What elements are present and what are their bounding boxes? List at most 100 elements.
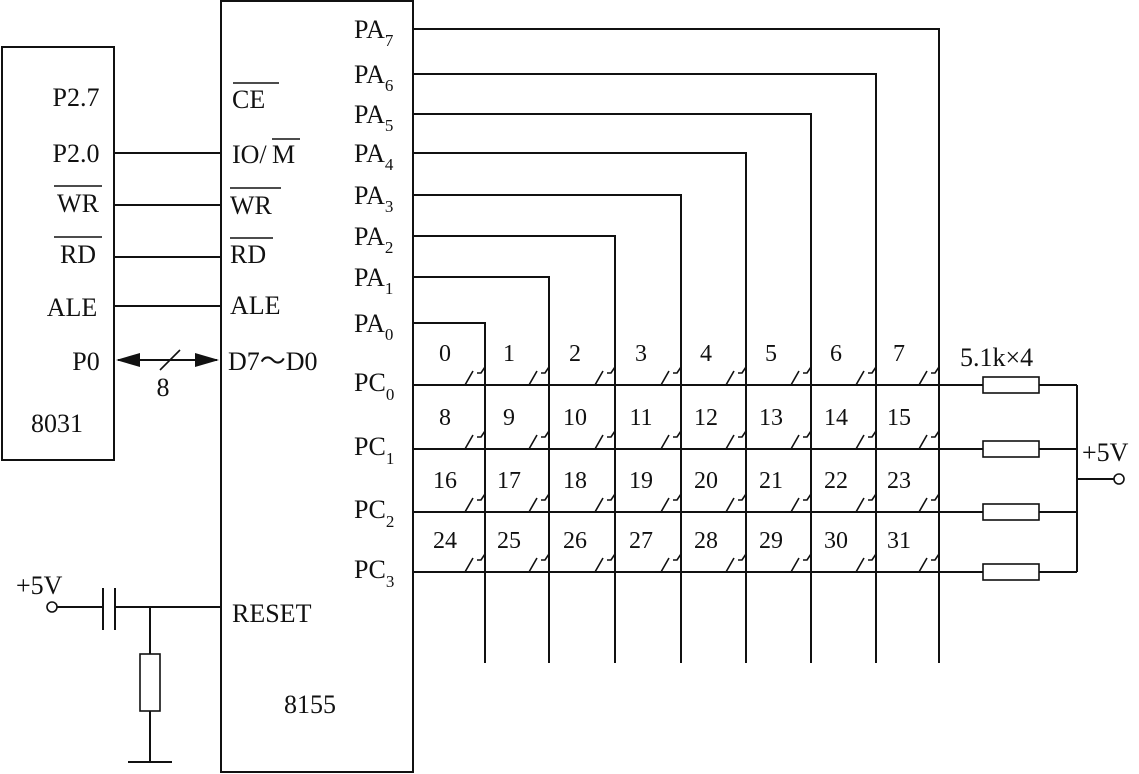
chip-pin-ce: CE <box>232 85 265 114</box>
data-bus-arrow <box>116 349 219 371</box>
supply-right-label: +5V <box>1082 438 1129 467</box>
key-number-8: 8 <box>439 405 451 431</box>
key-switch-0 <box>459 366 486 386</box>
key-number-6: 6 <box>830 341 842 367</box>
pa7-label: PA7 <box>354 15 394 50</box>
pc2-label: PC2 <box>354 495 394 531</box>
mcu-pin-rd: RD <box>60 240 96 269</box>
key-number-10: 10 <box>563 405 587 431</box>
pa4-column-line <box>413 152 747 663</box>
key-number-31: 31 <box>887 528 911 554</box>
pa2-label: PA2 <box>354 222 393 257</box>
key-switch-13 <box>785 430 812 450</box>
key-number-5: 5 <box>765 341 777 367</box>
chip-8155-box <box>220 0 414 773</box>
mcu-name: 8031 <box>31 409 83 438</box>
key-switch-10 <box>589 430 616 450</box>
pa4-label: PA4 <box>354 139 394 174</box>
pa5-label: PA5 <box>354 100 393 135</box>
pa5-column-line <box>413 113 812 663</box>
bus-width-label: 8 <box>157 373 170 402</box>
pc3-label: PC3 <box>354 555 394 591</box>
pa3-label: PA3 <box>354 181 393 216</box>
key-switch-12 <box>720 430 747 450</box>
key-number-4: 4 <box>700 341 712 367</box>
key-number-18: 18 <box>563 468 587 494</box>
key-switch-5 <box>785 366 812 386</box>
key-switch-29 <box>785 553 812 573</box>
key-switch-2 <box>589 366 616 386</box>
key-switch-27 <box>655 553 682 573</box>
resistor-1 <box>982 440 1040 458</box>
key-switch-28 <box>720 553 747 573</box>
key-switch-24 <box>459 553 486 573</box>
key-number-15: 15 <box>887 405 911 431</box>
key-number-23: 23 <box>887 468 911 494</box>
key-number-27: 27 <box>629 528 653 554</box>
chip-pin-data-bus: D7～D0 <box>228 347 318 376</box>
key-switch-6 <box>850 366 877 386</box>
mcu-pin-p20: P2.0 <box>53 139 100 168</box>
chip-pin-wr: WR <box>230 191 273 220</box>
supply-terminal <box>1113 473 1125 485</box>
key-number-20: 20 <box>694 468 718 494</box>
key-number-17: 17 <box>497 468 521 494</box>
mcu-pin-p27: P2.7 <box>53 83 100 112</box>
key-switch-3 <box>655 366 682 386</box>
key-switch-19 <box>655 493 682 513</box>
key-number-22: 22 <box>824 468 848 494</box>
pa3-column-line <box>413 194 682 663</box>
reset-circuit <box>46 588 221 763</box>
key-number-26: 26 <box>563 528 587 554</box>
key-number-12: 12 <box>694 405 718 431</box>
resistor-0 <box>982 376 1040 394</box>
key-number-0: 0 <box>439 341 451 367</box>
mcu-pin-wr: WR <box>57 189 100 218</box>
key-switch-25 <box>523 553 550 573</box>
key-switch-31 <box>913 553 940 573</box>
key-number-16: 16 <box>433 468 457 494</box>
key-number-24: 24 <box>433 528 457 554</box>
key-number-19: 19 <box>629 468 653 494</box>
pa6-label: PA6 <box>354 60 393 95</box>
key-switch-23 <box>913 493 940 513</box>
chip-pin-reset: RESET <box>232 599 312 628</box>
pa7-column-line <box>413 28 940 663</box>
pa1-column-line <box>413 276 550 663</box>
pa2-column-line <box>413 235 616 663</box>
key-switch-7 <box>913 366 940 386</box>
chip-pin-ale: ALE <box>230 291 281 320</box>
key-switch-4 <box>720 366 747 386</box>
chip-pin-m: M <box>272 140 295 169</box>
key-switch-14 <box>850 430 877 450</box>
resistor-3 <box>982 563 1040 581</box>
key-number-13: 13 <box>759 405 783 431</box>
key-number-21: 21 <box>759 468 783 494</box>
pc0-label: PC0 <box>354 368 394 404</box>
key-switch-8 <box>459 430 486 450</box>
key-number-28: 28 <box>694 528 718 554</box>
reset-supply-label: +5V <box>16 571 63 600</box>
chip-name: 8155 <box>284 690 336 719</box>
key-number-3: 3 <box>635 341 647 367</box>
pa0-label: PA0 <box>354 309 393 344</box>
mcu-8031-box <box>1 46 115 461</box>
resistor-label: 5.1k×4 <box>960 343 1033 372</box>
key-number-30: 30 <box>824 528 848 554</box>
mcu-pin-p0: P0 <box>72 347 99 376</box>
pa1-label: PA1 <box>354 263 393 298</box>
key-switch-1 <box>523 366 550 386</box>
chip-pin-rd: RD <box>230 240 266 269</box>
pa-port-labels: PA0 PA1 PA2 PA3 PA4 PA5 PA6 PA7 <box>354 15 394 344</box>
key-switch-9 <box>523 430 550 450</box>
key-number-11: 11 <box>629 405 652 431</box>
key-switch-26 <box>589 553 616 573</box>
pull-up-resistors <box>940 376 1125 581</box>
key-number-25: 25 <box>497 528 521 554</box>
key-switch-22 <box>850 493 877 513</box>
pa6-column-line <box>413 73 877 663</box>
key-switch-15 <box>913 430 940 450</box>
